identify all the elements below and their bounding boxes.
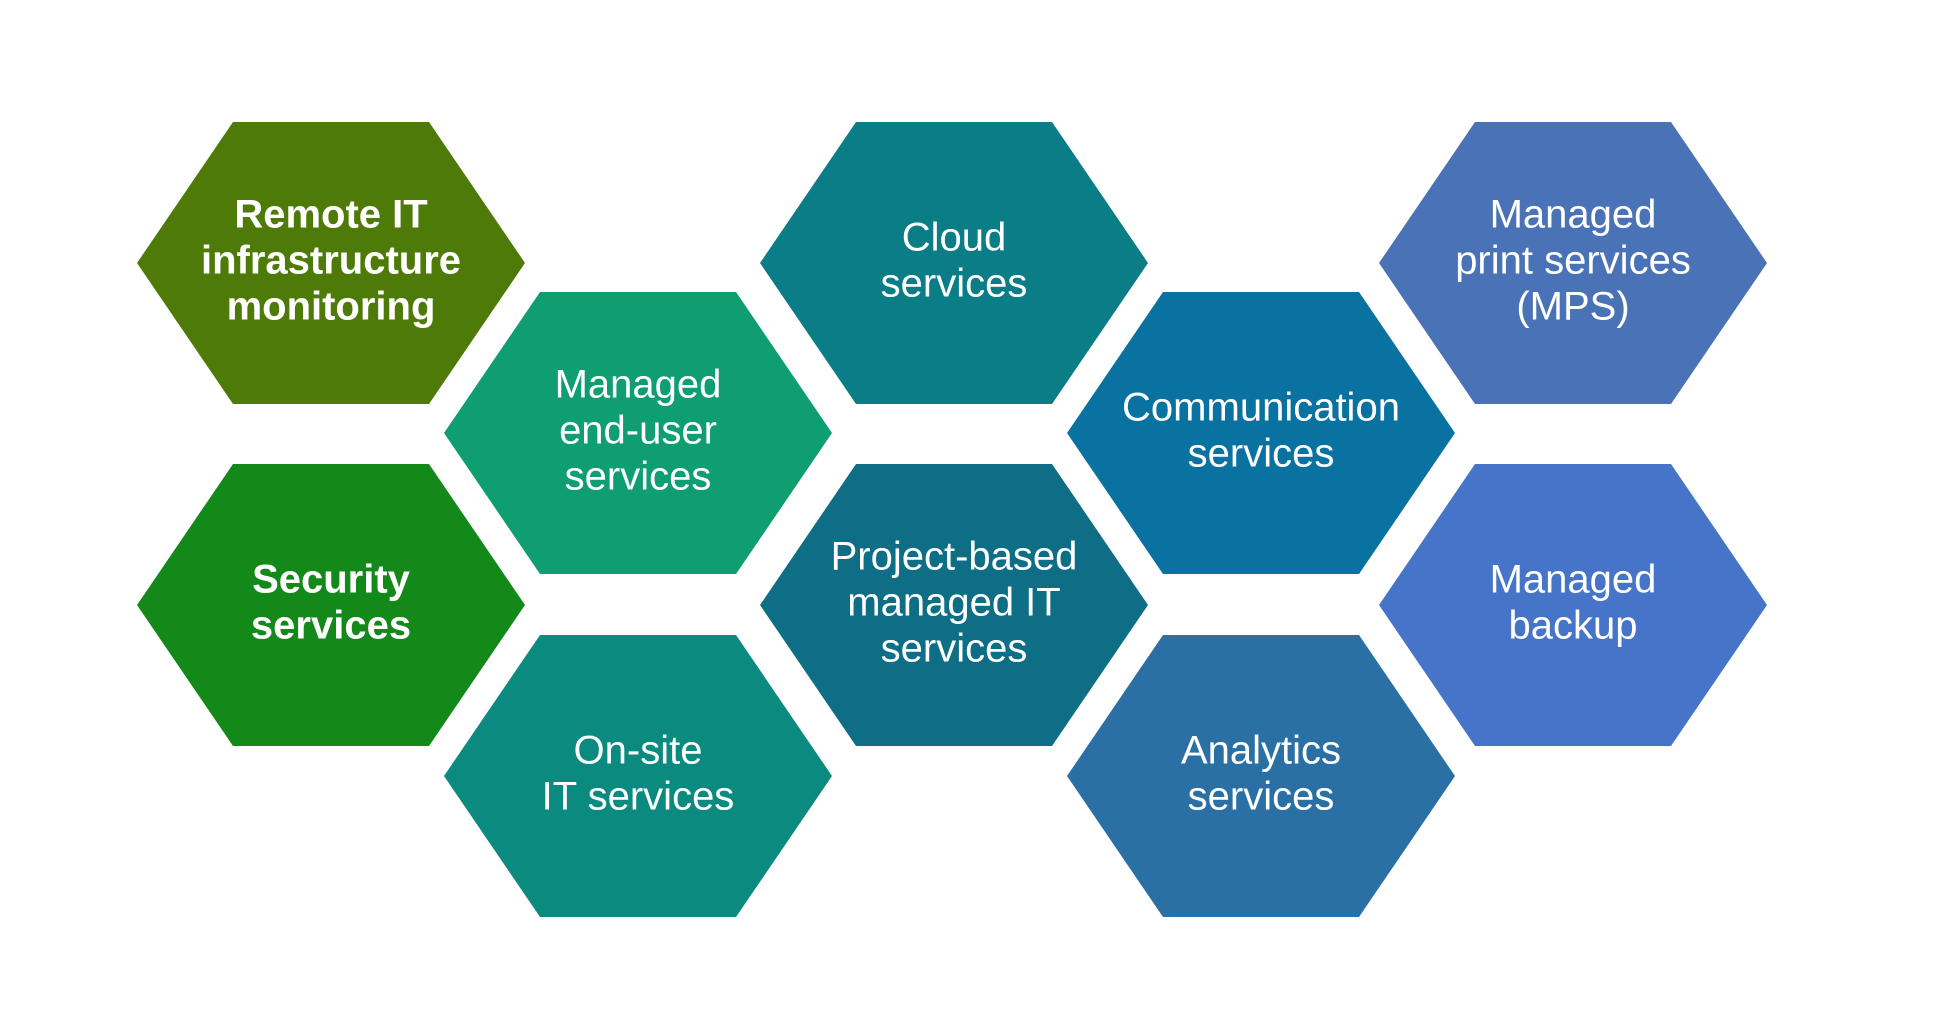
hex-label-line: services (881, 262, 1028, 306)
hex-label-line: Communication (1122, 386, 1400, 430)
hex-label-line: Analytics (1181, 729, 1341, 773)
hex-label-line: services (1188, 432, 1335, 476)
hex-label-line: Cloud (902, 216, 1007, 260)
hex-label-line: Remote IT (234, 193, 427, 237)
hexagon-shape (760, 464, 1148, 746)
hex-label-line: IT services (542, 775, 735, 819)
hexagon-shape (760, 122, 1148, 404)
hexagon-shape (1379, 122, 1767, 404)
hex-label-line: services (251, 604, 411, 648)
hex-label-line: managed IT (847, 581, 1060, 625)
hexagon-shape (137, 464, 525, 746)
hex-label-line: Managed (1490, 558, 1657, 602)
hex-label-line: Project-based (831, 535, 1078, 579)
hexagon-shape (444, 635, 832, 917)
hexagon-shape (1379, 464, 1767, 746)
hex-label-line: backup (1509, 604, 1638, 648)
hex-label-line: Security (252, 558, 411, 602)
hex-label-line: Managed (555, 363, 722, 407)
hex-label-line: infrastructure (201, 239, 461, 283)
hex-label-line: Managed (1490, 193, 1657, 237)
hex-label-line: monitoring (227, 285, 436, 329)
hexagon-shape (137, 122, 525, 404)
hex-label-line: services (881, 627, 1028, 671)
hex-label-line: services (565, 455, 712, 499)
hex-label-line: (MPS) (1516, 285, 1629, 329)
hex-label-line: print services (1455, 239, 1691, 283)
hex-label-line: On-site (574, 729, 703, 773)
hex-label-line: end-user (559, 409, 717, 453)
hex-label-line: services (1188, 775, 1335, 819)
hexagon-shape (444, 292, 832, 574)
hexagon-shape (1067, 292, 1455, 574)
hexagon-shape (1067, 635, 1455, 917)
